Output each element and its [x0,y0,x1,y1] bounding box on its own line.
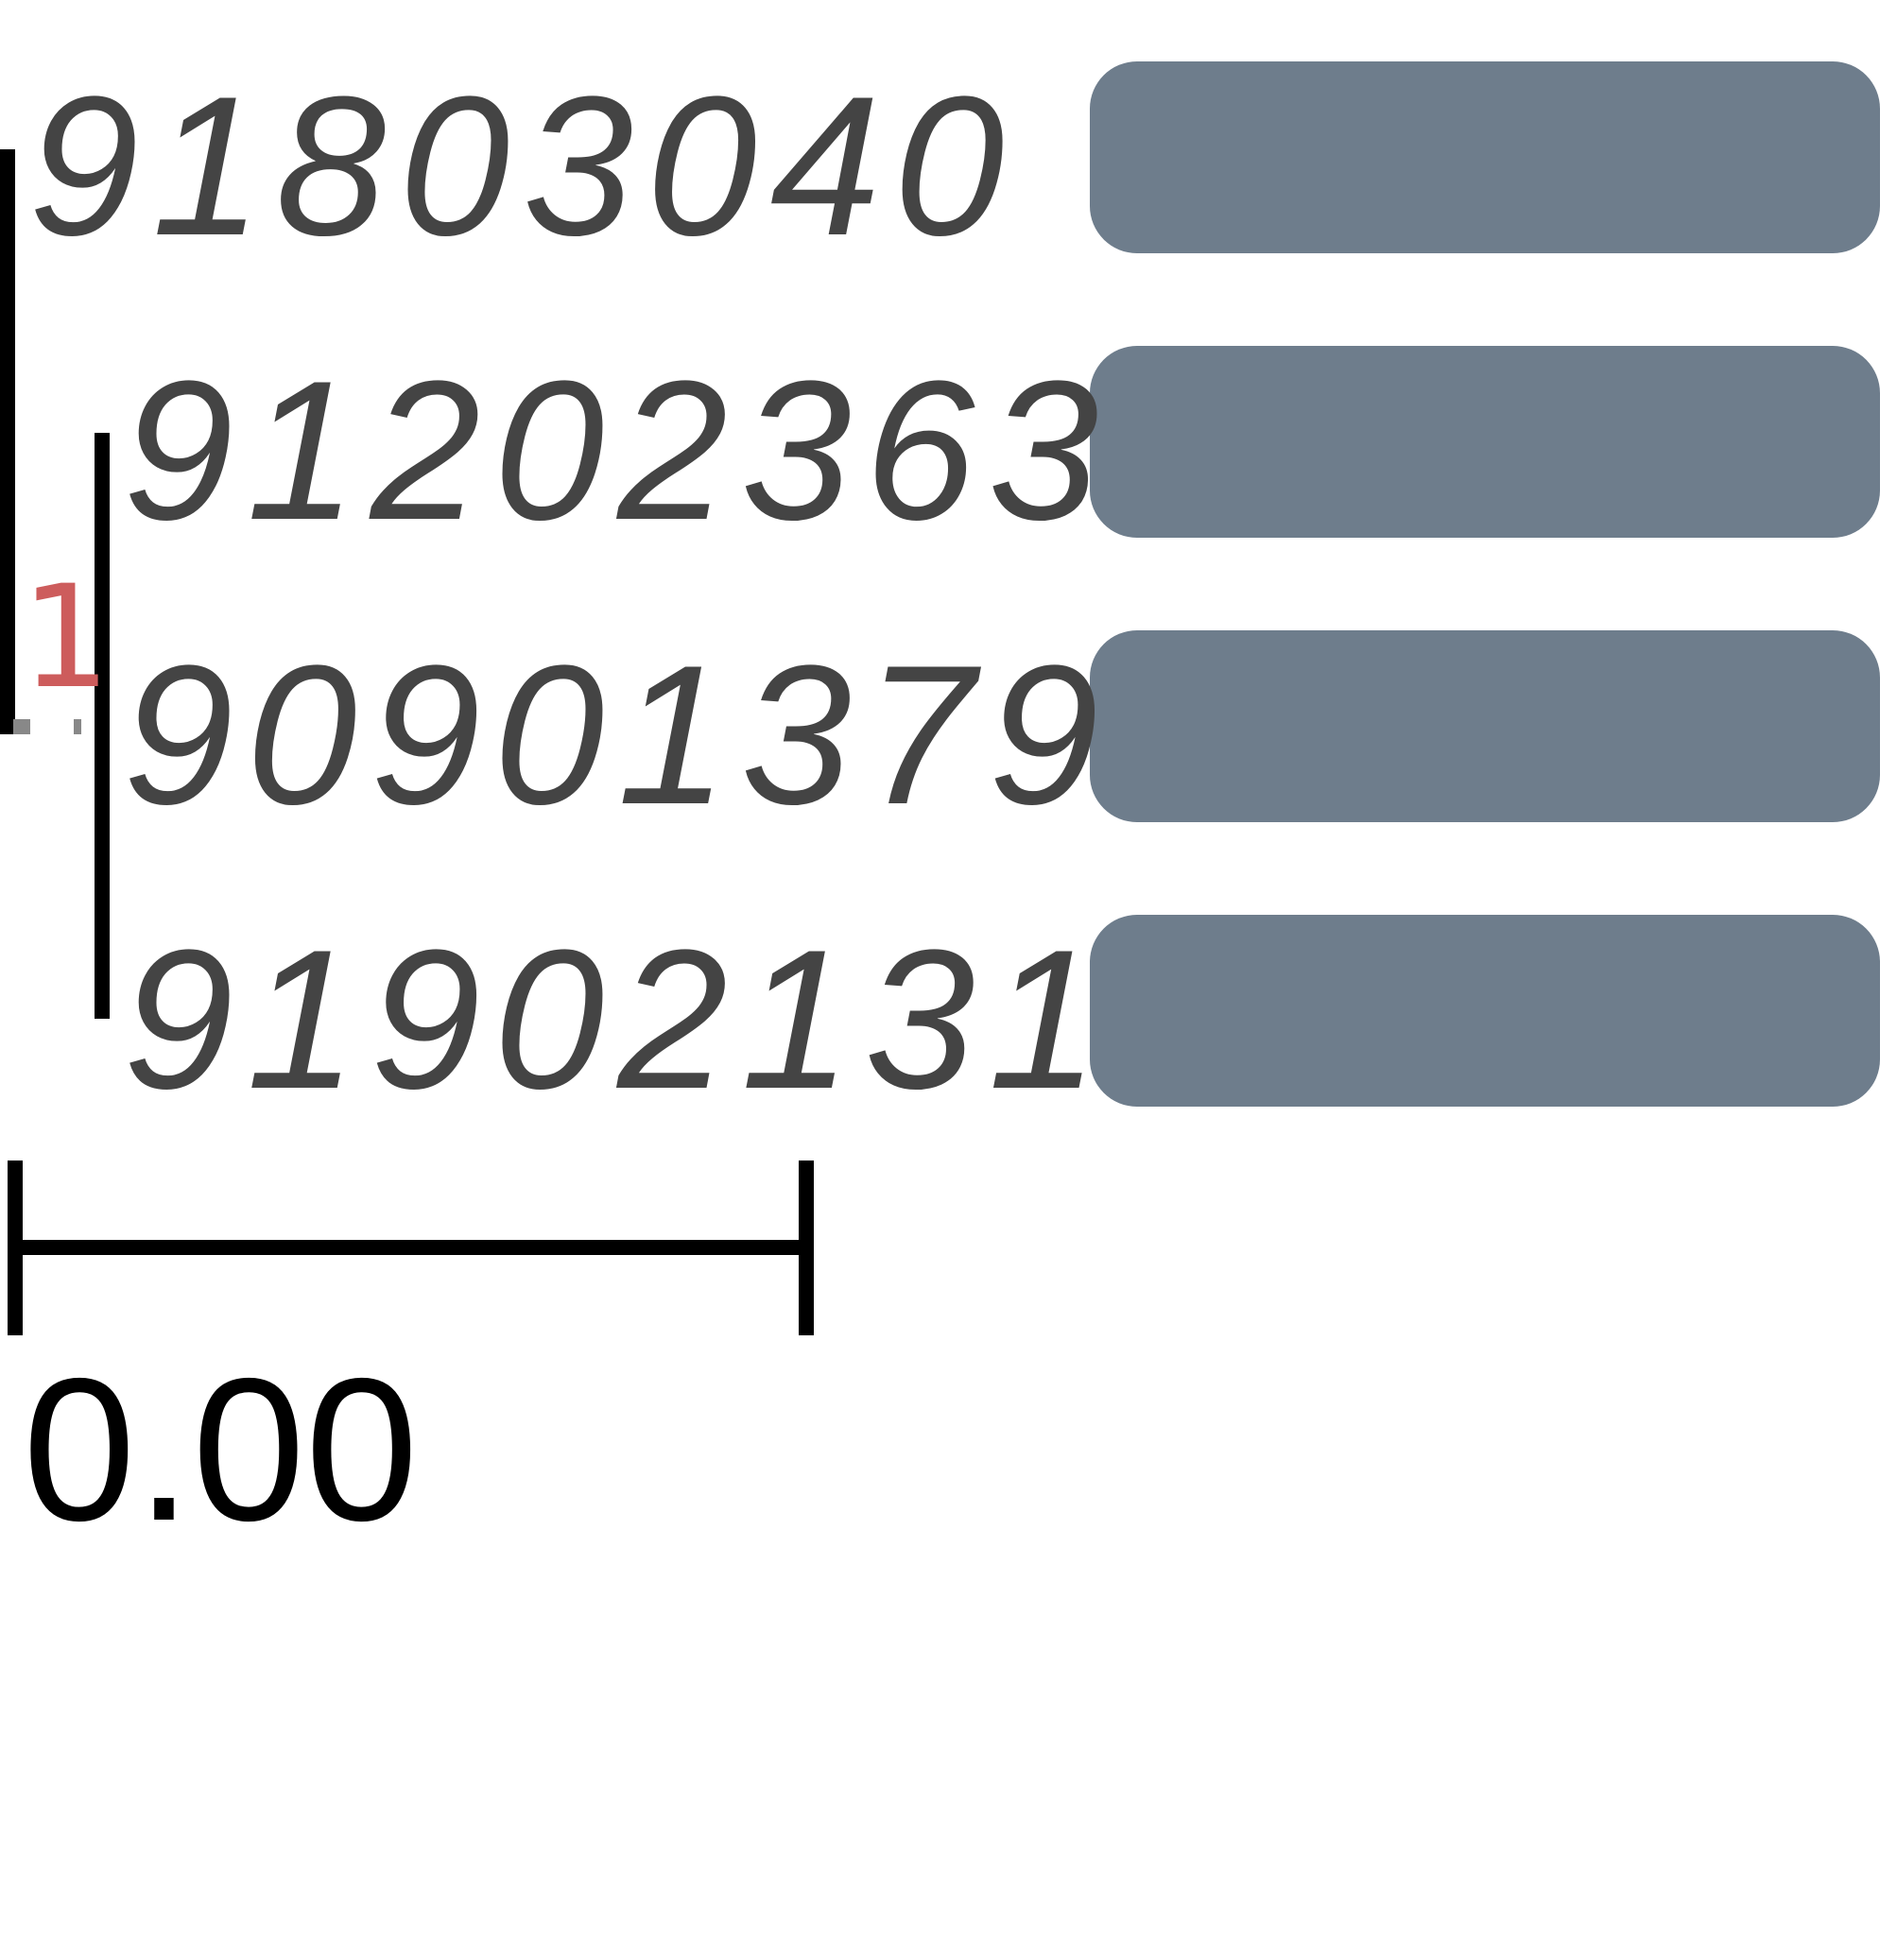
scale-bar: 0.00 [8,1161,814,1563]
scale-bar-label: 0.00 [23,1335,418,1563]
leaf-bar [1090,61,1880,253]
leaf-labels: 91803040 91202363 90901379 91902131 [28,55,1112,1130]
leaf-bar [1090,915,1880,1107]
support-value-label: 1 [21,556,111,720]
leaf-label: 90901379 [123,624,1112,846]
leaf-bar [1090,346,1880,538]
leaf-label: 91902131 [123,908,1112,1130]
leaf-bar [1090,630,1880,822]
leaf-label: 91202363 [123,339,1112,561]
tree-branches [0,149,110,1019]
leaf-bars [1090,61,1880,1107]
leaf-label: 91803040 [28,55,1017,277]
